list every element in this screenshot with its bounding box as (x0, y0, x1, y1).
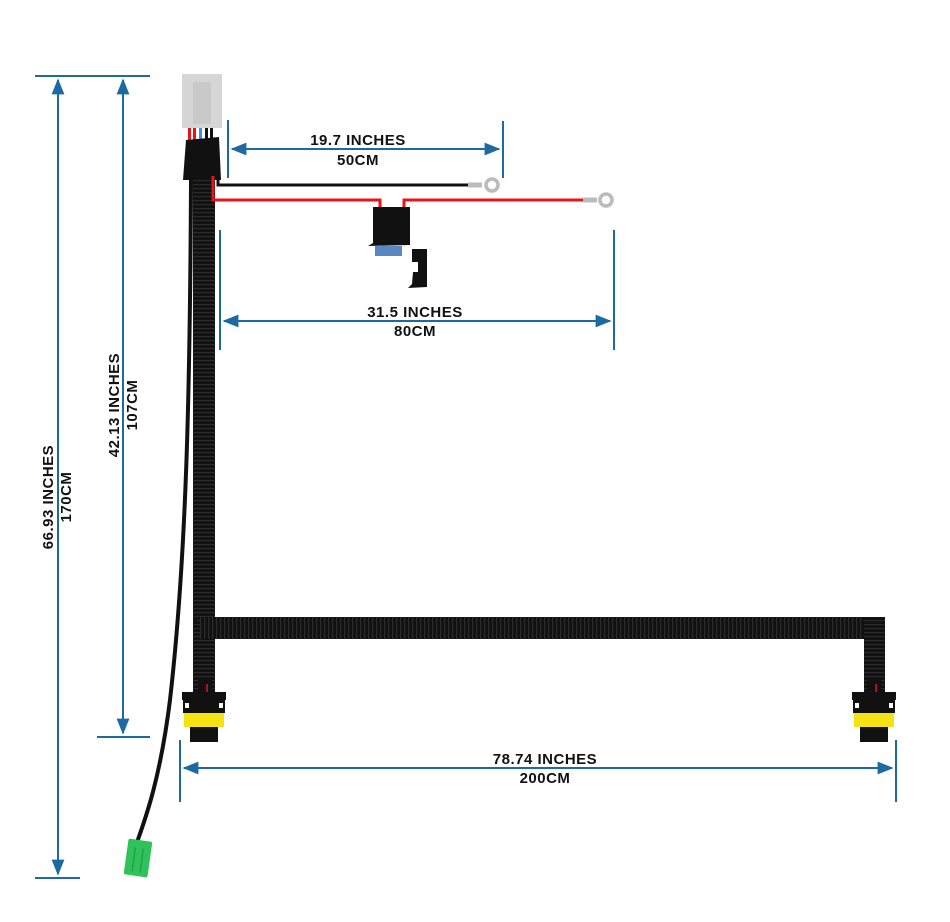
switch-wire (134, 179, 193, 846)
switch-connector (123, 838, 153, 878)
dimension-label-cm: 107CM (124, 380, 141, 431)
main-connector (182, 74, 222, 180)
dimension-label-inches: 31.5 INCHES (367, 304, 463, 321)
dimension-label-inches: 19.7 INCHES (310, 132, 406, 149)
power-ring-terminal (598, 192, 614, 208)
left-lamp-connector (182, 680, 226, 742)
dimension-label-cm: 80CM (394, 323, 436, 340)
right-lamp-connector (852, 680, 896, 742)
dimension-label-inches: 78.74 INCHES (493, 751, 597, 768)
dimension-lamp-span: 78.74 INCHES 200CM (179, 740, 897, 802)
dimension-relay-ground: 19.7 INCHES 50CM (227, 120, 504, 178)
ground-wire (216, 176, 476, 187)
dimension-left-lamp-drop: 42.13 INCHES 107CM (97, 78, 150, 738)
dimension-label-cm: 200CM (520, 770, 571, 787)
dimension-power-lead: 31.5 INCHES 80CM (219, 230, 615, 350)
power-wire (211, 176, 382, 207)
loom-horizontal (200, 617, 885, 639)
dimension-switch-lead: 66.93 INCHES 170CM (35, 75, 150, 879)
dimension-label-cm: 170CM (58, 472, 75, 523)
loom-right-leg (864, 617, 885, 695)
ground-ring-terminal (484, 177, 500, 193)
dimension-label-cm: 50CM (337, 152, 379, 169)
dimension-label-inches: 42.13 INCHES (106, 353, 123, 457)
dimension-label-inches: 66.93 INCHES (40, 445, 57, 549)
fuse-holder (368, 207, 427, 288)
loom-vertical (193, 178, 215, 700)
